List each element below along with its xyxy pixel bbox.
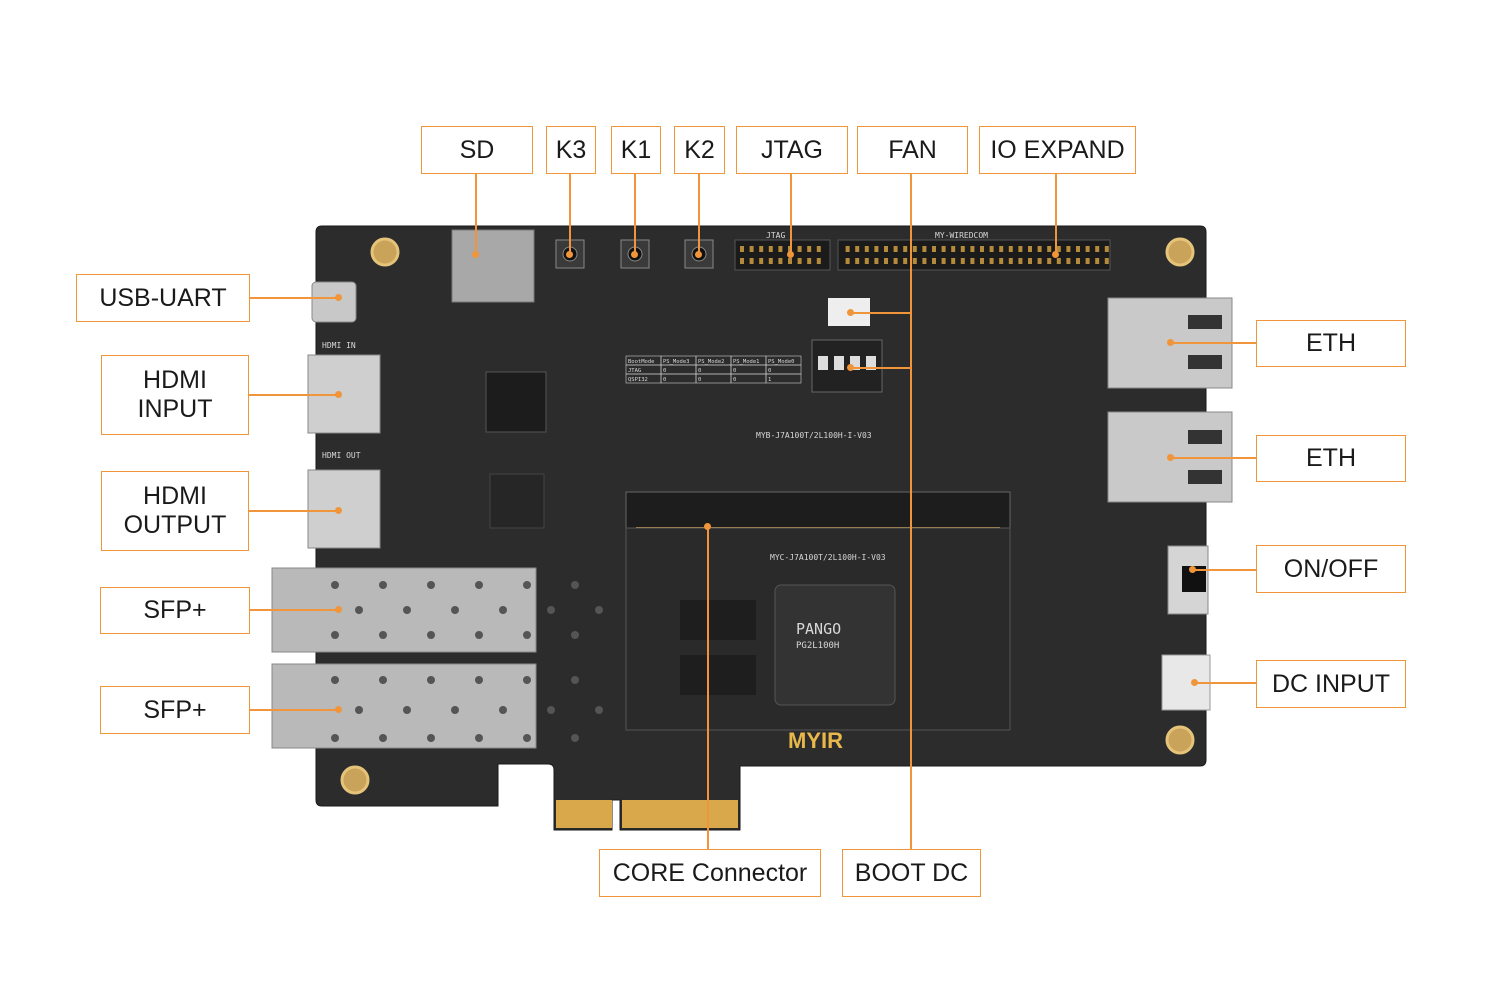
fpga-chip: [774, 584, 896, 706]
sfp-cage-2: [271, 663, 537, 749]
boot-table-cell: 1: [768, 377, 771, 383]
hdmi-in-silk: HDMI IN: [322, 341, 356, 350]
boot-table-cell: 0: [663, 377, 666, 383]
boot-table-cell: JTAG: [628, 368, 641, 374]
io-silk: MY-WIREDCOM: [935, 231, 988, 240]
io-expand-header: [837, 239, 1111, 271]
boot-table-cell: PS_Mode3: [663, 359, 690, 365]
boot-table-cell: 0: [768, 368, 771, 374]
callout-hdmi-output: HDMI OUTPUT: [101, 471, 249, 551]
boot-mode-table: BootMode PS_Mode3 PS_Mode2 PS_Mode1 PS_Mode0…: [625, 355, 802, 384]
board-model: MYB-J7A100T/2L100H-I-V03: [756, 431, 872, 440]
callout-hdmi-output-line2: OUTPUT: [123, 511, 227, 539]
callout-eth-2: ETH: [1256, 435, 1406, 482]
callout-on-off: ON/OFF: [1256, 545, 1406, 593]
boot-table-cell: 0: [698, 377, 701, 383]
callout-sfp-1: SFP+: [100, 587, 250, 634]
callout-hdmi-input-line2: INPUT: [137, 395, 213, 423]
boot-table-cell: PS_Mode0: [768, 359, 795, 365]
callout-io-expand: IO EXPAND: [979, 126, 1136, 174]
callout-usb-uart: USB-UART: [76, 274, 250, 322]
callout-core-connector: CORE Connector: [599, 849, 821, 897]
boot-table-cell: PS_Mode2: [698, 359, 725, 365]
boot-table-cell: 0: [733, 368, 736, 374]
jtag-silk: JTAG: [766, 231, 785, 240]
chip-brand: PANGO: [796, 620, 841, 638]
hdmi-out-silk: HDMI OUT: [322, 451, 361, 460]
callout-k1: K1: [611, 126, 661, 174]
core-connector-slot: [625, 491, 1011, 529]
callout-jtag: JTAG: [736, 126, 848, 174]
callout-boot-dc: BOOT DC: [842, 849, 981, 897]
callout-hdmi-output-line1: HDMI: [143, 482, 207, 510]
core-model: MYC-J7A100T/2L100H-I-V03: [770, 553, 886, 562]
usb-c-port: [311, 281, 357, 323]
boot-table-cell: 0: [733, 377, 736, 383]
hdmi-out-port: [307, 469, 381, 549]
callout-eth-1: ETH: [1256, 320, 1406, 367]
boot-table-cell: 0: [663, 368, 666, 374]
myir-logo: MYIR: [788, 728, 843, 753]
boot-table-cell: QSPI32: [628, 377, 648, 383]
callout-dc-input: DC INPUT: [1256, 660, 1406, 708]
boot-table-cell: BootMode: [628, 359, 655, 365]
callout-sd: SD: [421, 126, 533, 174]
callout-k3: K3: [546, 126, 596, 174]
callout-hdmi-input-line1: HDMI: [143, 366, 207, 394]
callout-sfp-2: SFP+: [100, 686, 250, 734]
callout-hdmi-input: HDMI INPUT: [101, 355, 249, 435]
boot-table-cell: PS_Mode1: [733, 359, 760, 365]
pcie-fingers: [556, 800, 738, 828]
boot-table-cell: 0: [698, 368, 701, 374]
chip-part: PG2L100H: [796, 641, 839, 651]
sd-slot: [451, 229, 535, 303]
callout-fan: FAN: [857, 126, 968, 174]
jtag-header: [734, 239, 831, 271]
callout-k2: K2: [674, 126, 725, 174]
